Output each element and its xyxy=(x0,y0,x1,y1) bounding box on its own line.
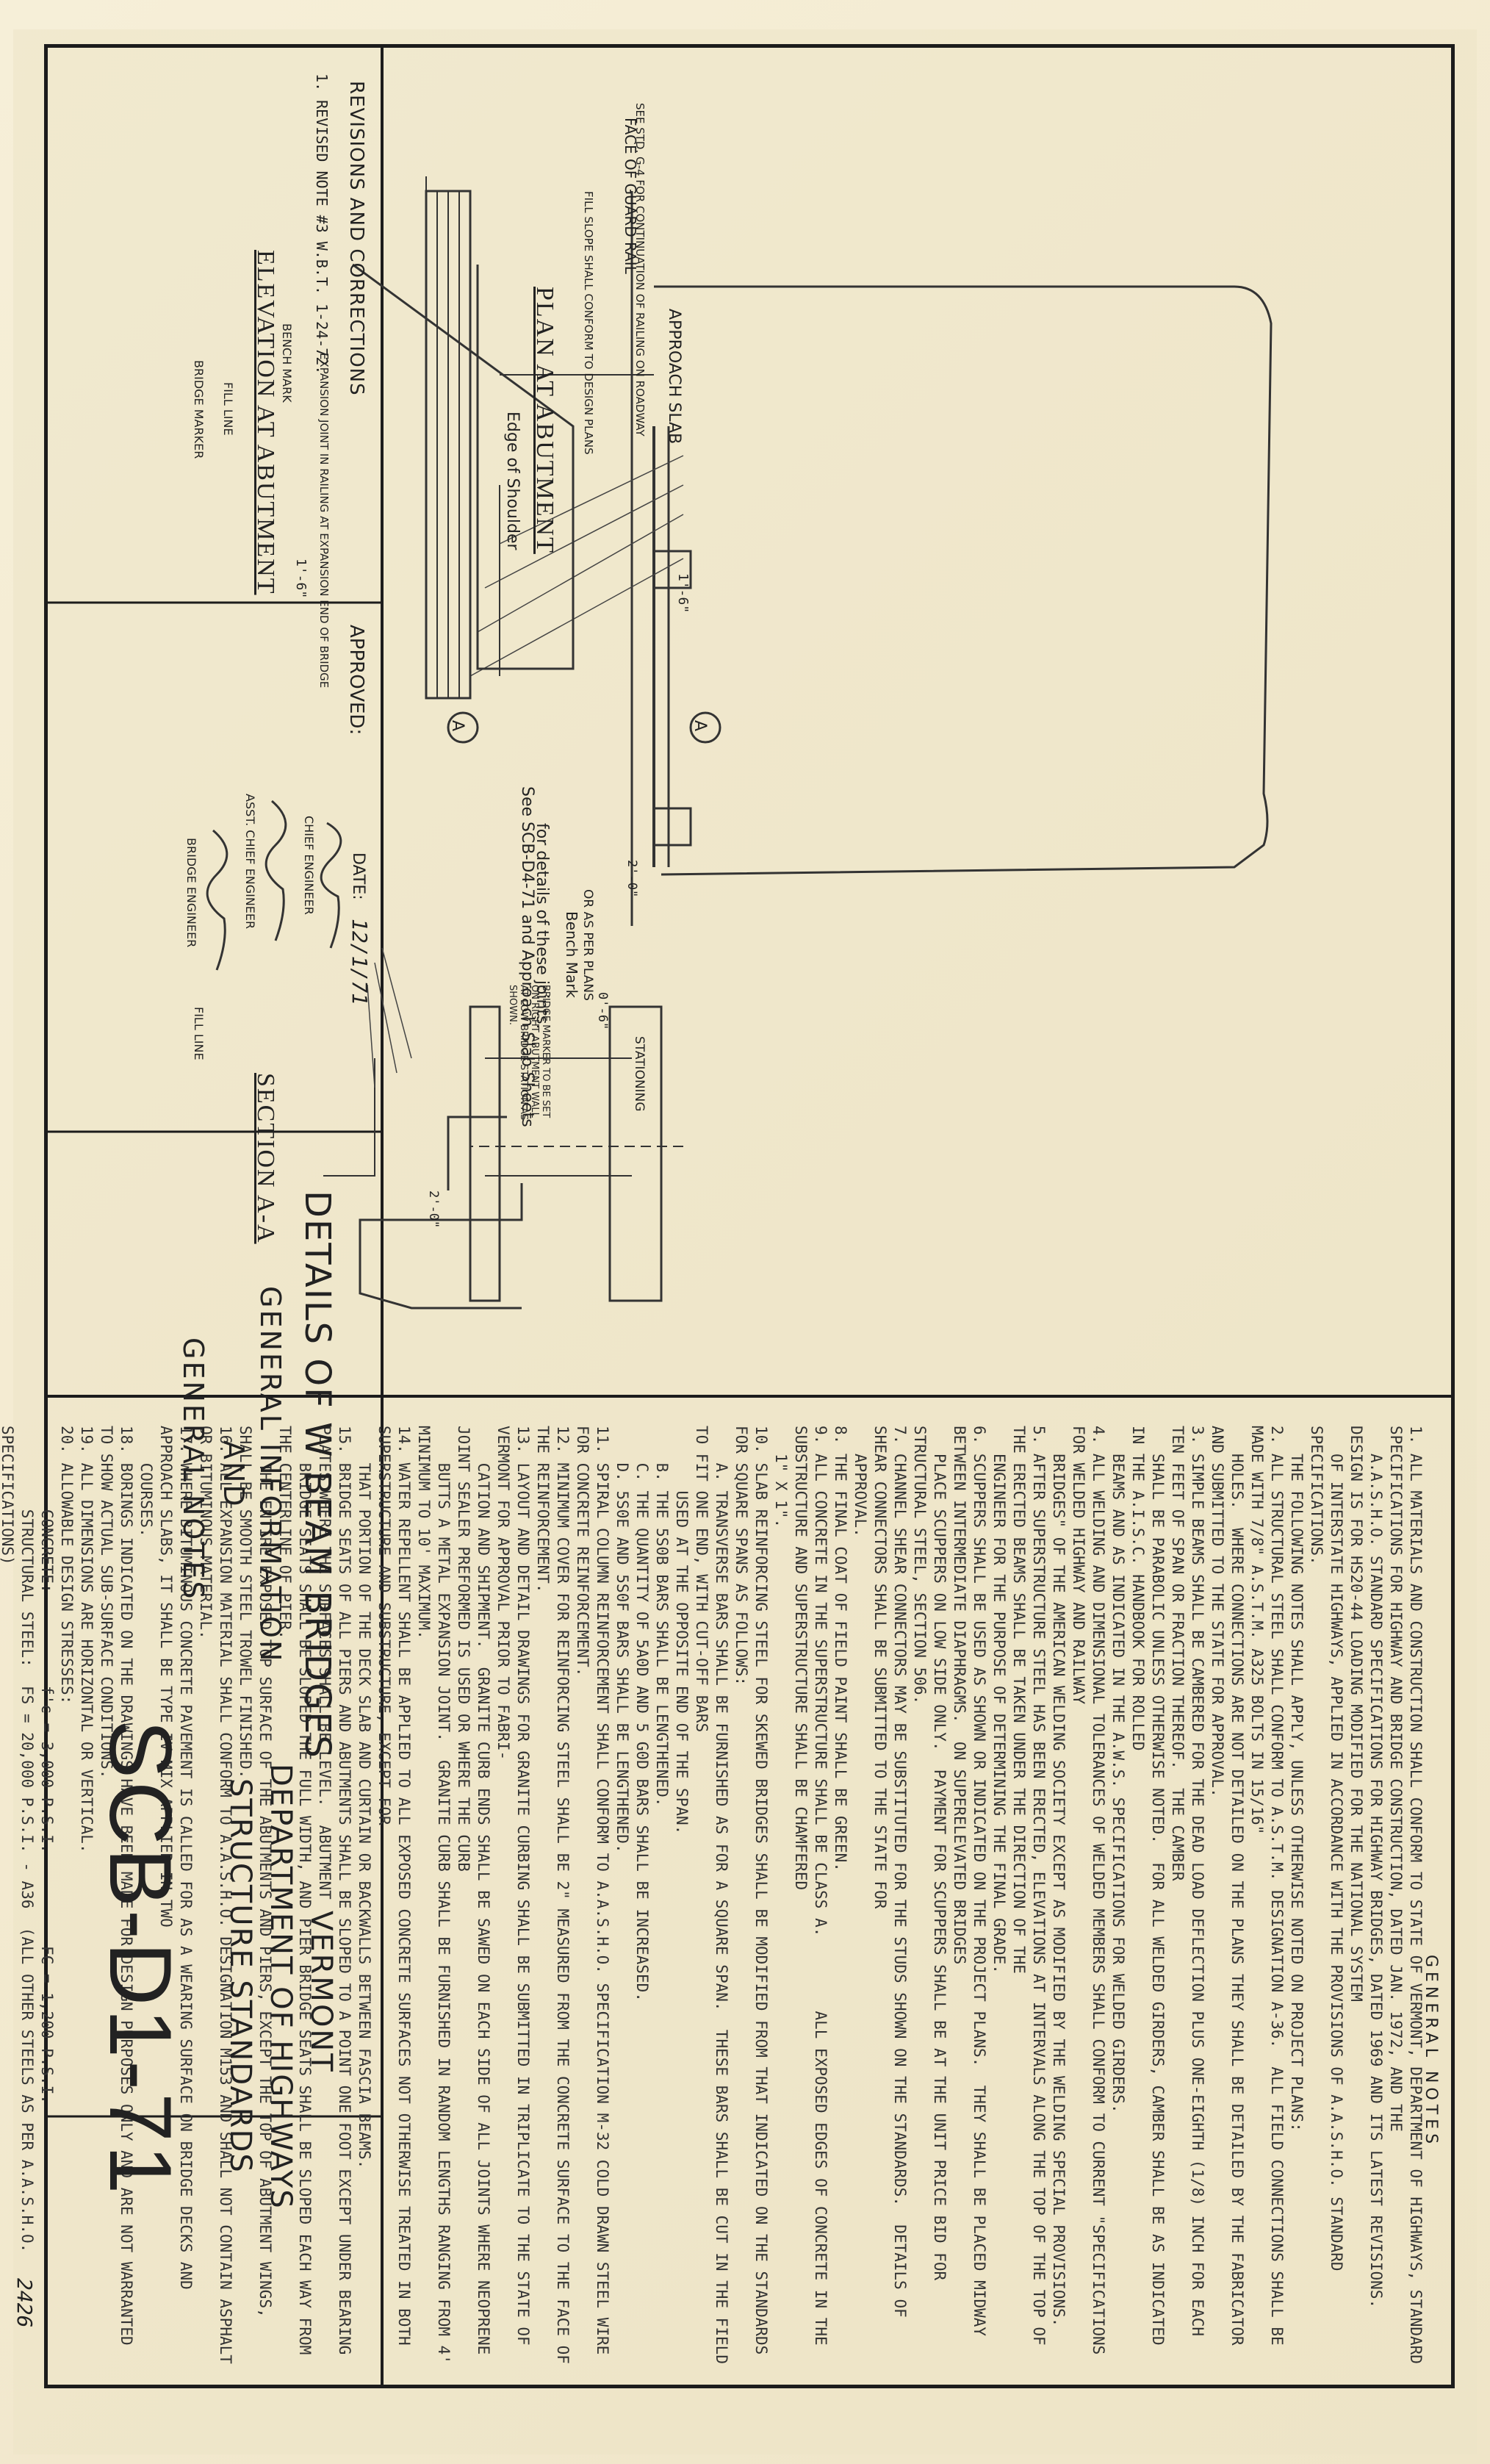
revision-entry: 1. REVISED NOTE #3 W.B.T. 1-24-72. xyxy=(313,73,331,375)
section-dim-0-6: 0'-6" xyxy=(595,992,610,1030)
fill-slope-note: FILL SLOPE SHALL CONFORM TO DESIGN PLANS xyxy=(582,191,595,455)
signatures xyxy=(206,800,342,971)
revisions-heading: REVISIONS AND CORRECTIONS xyxy=(345,81,367,396)
drawing-title-line4: GENERAL NOTES xyxy=(177,1337,209,1601)
see-std-note: SEE STD. G-4 FOR CONTINUATION OF RAILING… xyxy=(633,103,647,437)
drawing-title-line2: GENERAL INFORMATION xyxy=(254,1286,287,1664)
page-mark: 2426 xyxy=(12,2278,37,2328)
drawing-linework xyxy=(44,44,1455,2388)
drawing-title-line1: DETAILS OF W BEAM BRIDGES xyxy=(297,1190,338,1759)
section-bench-mark-label: Bench Mark xyxy=(563,911,580,999)
rotated-drawing-sheet: PLAN AT ABUTMENT APPROACH SLAB FACE OF G… xyxy=(0,44,1455,2388)
bridge-marker-note: BRIDGE MARKER TO BE SET ON RIGHT ABUTMEN… xyxy=(507,985,551,1121)
general-notes-body: 1. ALL MATERIALS AND CONSTRUCTION SHALL … xyxy=(0,1426,1425,2364)
stationing-label: STATIONING xyxy=(632,1036,647,1112)
section-mark-a-lower: A xyxy=(448,720,467,732)
elevation-view-title: ELEVATION AT ABUTMENT xyxy=(252,250,279,595)
drawing-title-line3: AND xyxy=(217,1440,250,1509)
bench-mark-label: BENCH MARK xyxy=(280,323,294,403)
paper-edge xyxy=(13,29,1477,2454)
section-mark-a-upper: A xyxy=(691,720,709,732)
bridge-marker-label: BRIDGE MARKER xyxy=(192,360,206,459)
plan-dim-1-6: 1'-6" xyxy=(675,573,691,614)
approval-block: APPROVED: DATE: 12/1/71 CHIEF ENGINEER A… xyxy=(59,617,372,1124)
approach-slab-label: APPROACH SLAB xyxy=(665,309,683,445)
agency-line3: STRUCTURE STANDARDS xyxy=(223,1778,257,2174)
sheet-number: SCB-D1-71 xyxy=(91,1720,190,2197)
agency-block: VERMONT DEPARTMENT OF HIGHWAYS STRUCTURE… xyxy=(59,1720,367,2381)
elevation-dim-1-6: 1'-6" xyxy=(293,558,309,599)
section-dim-2-0: 2'-0" xyxy=(426,1190,441,1229)
elevation-fill-line-label: FILL LINE xyxy=(221,382,235,436)
or-as-per-plans-label: OR AS PER PLANS xyxy=(580,889,595,1001)
plan-dim-2-0: 2'-0" xyxy=(625,860,639,898)
agency-line2: DEPARTMENT OF HIGHWAYS xyxy=(264,1764,298,2210)
edge-of-shoulder-label: Edge of Shoulder xyxy=(503,412,522,550)
plan-view-title: PLAN AT ABUTMENT xyxy=(531,287,558,554)
agency-line1: VERMONT xyxy=(304,1911,338,2074)
